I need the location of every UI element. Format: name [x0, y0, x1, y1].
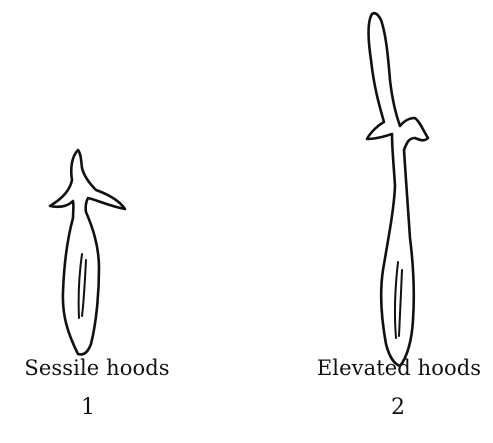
elevated-hood-drawing: [367, 13, 428, 366]
panel-number-1: 1: [58, 397, 118, 419]
sessile-hood-inner-line: [79, 254, 82, 318]
elevated-hood-inner-line: [395, 262, 398, 338]
panel-number-2: 2: [368, 397, 428, 419]
sessile-hoods-caption: Sessile hoods: [0, 358, 207, 379]
sessile-hood-outline: [50, 150, 125, 355]
elevated-hood-outline: [367, 13, 428, 366]
elevated-hood-inner-line-2: [399, 270, 402, 336]
elevated-hoods-caption: Elevated hoods: [289, 358, 493, 379]
sessile-hood-inner-line-2: [82, 260, 86, 316]
sessile-hood-drawing: [50, 150, 125, 355]
